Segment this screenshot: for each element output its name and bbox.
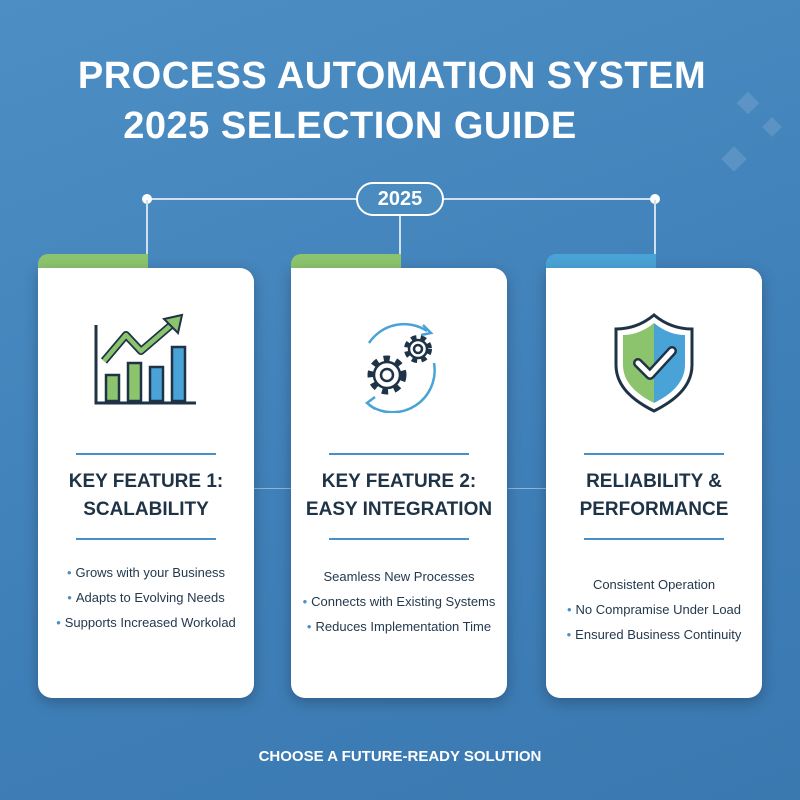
list-item: •Ensured Business Continuity	[566, 627, 742, 642]
list-item: •Reduces Implementation Time	[306, 619, 492, 634]
timeline-dot	[142, 194, 152, 204]
list-item: •No Compramise Under Load	[566, 602, 742, 617]
timeline-dot	[650, 194, 660, 204]
feature-card-scalability: KEY FEATURE 1: SCALABILITY •Grows with y…	[38, 268, 254, 698]
page-title-line2: 2025 SELECTION GUIDE	[123, 105, 577, 147]
card-heading: KEY FEATURE 1: SCALABILITY	[68, 471, 224, 520]
list-item: •Grows with your Business	[66, 565, 226, 580]
shield-check-icon	[614, 313, 694, 413]
decor-diamond	[762, 117, 782, 137]
timeline-connector	[146, 200, 148, 256]
decor-diamond	[721, 146, 747, 172]
divider	[584, 453, 724, 455]
list-item: •Connects with Existing Systems	[302, 594, 496, 609]
page-title-line1: PROCESS AUTOMATION SYSTEM	[77, 55, 707, 97]
year-badge: 2025	[356, 182, 444, 216]
list-intro: Seamless New Processes	[323, 569, 475, 584]
card-connector	[508, 488, 546, 489]
divider	[76, 538, 216, 540]
feature-card-reliability: RELIABILITY & PERFORMANCE Consistent Ope…	[546, 268, 762, 698]
list-intro: Consistent Operation	[592, 577, 716, 592]
card-heading: KEY FEATURE 2: EASY INTEGRATION	[305, 471, 493, 520]
card-heading: RELIABILITY & PERFORMANCE	[579, 471, 729, 520]
timeline-connector	[399, 200, 401, 256]
card-connector	[254, 488, 291, 489]
divider	[329, 453, 469, 455]
timeline-connector	[654, 200, 656, 256]
divider	[329, 538, 469, 540]
divider	[584, 538, 724, 540]
footer-tagline: CHOOSE A FUTURE-READY SOLUTION	[258, 748, 542, 765]
bar-chart-growth-icon	[94, 313, 196, 405]
feature-card-integration: KEY FEATURE 2: EASY INTEGRATION Seamless…	[291, 268, 507, 698]
list-item: •Supports Increased Workolad	[56, 615, 236, 630]
divider	[76, 453, 216, 455]
gears-sync-icon	[364, 322, 436, 413]
list-item: •Adapts to Evolving Needs	[67, 590, 225, 605]
